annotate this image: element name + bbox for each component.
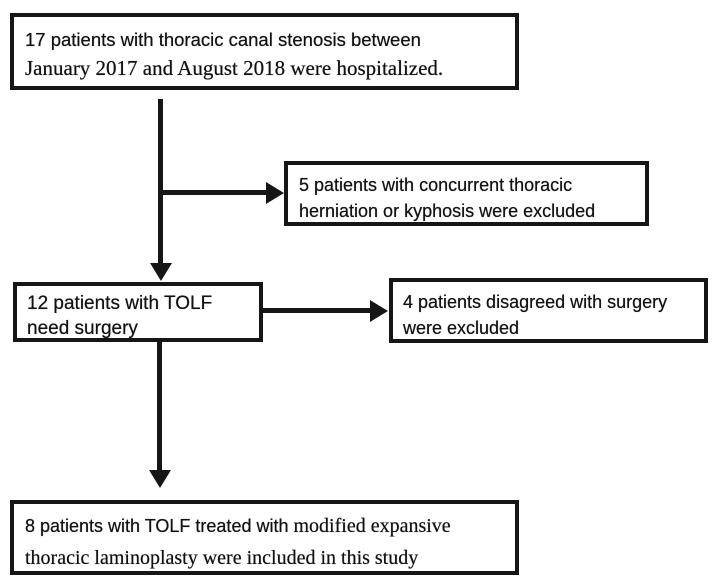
flow-box-excluded-herniation: 5 patients with concurrent thoracic hern…	[284, 161, 649, 226]
arrow-right-to-disagreed-excluded	[263, 308, 371, 313]
flow-box-excluded-herniation-line2: herniation or kyphosis were excluded	[299, 201, 596, 221]
flow-box-hospitalized-line2: January 2017 and August 2018 were hospit…	[25, 56, 444, 80]
arrow-down-hospitalized-to-surgery	[158, 99, 163, 264]
flow-box-included: 8 patients with TOLF treated with modifi…	[10, 500, 519, 575]
arrowhead-down-icon	[150, 263, 172, 281]
flow-box-hospitalized-line1: 17 patients with thoracic canal stenosis…	[25, 29, 421, 50]
flow-box-need-surgery-line2: need surgery	[27, 318, 138, 339]
flow-box-excluded-disagreed-line1: 4 patients disagreed with surgery	[403, 292, 668, 312]
arrowhead-right-icon	[370, 300, 388, 322]
arrow-branch-to-herniation-excluded	[158, 190, 268, 195]
flow-box-included-line1-serif: modified expansive	[293, 515, 451, 537]
flow-box-need-surgery: 12 patients with TOLF need surgery	[13, 282, 263, 342]
flow-box-excluded-herniation-line1: 5 patients with concurrent thoracic	[299, 175, 573, 195]
flow-box-included-line1-sans: 8 patients with TOLF treated with	[25, 516, 294, 536]
flow-box-excluded-disagreed-line2: were excluded	[403, 318, 520, 338]
flow-box-hospitalized: 17 patients with thoracic canal stenosis…	[10, 13, 519, 90]
flow-box-included-line1: 8 patients with TOLF treated with modifi…	[25, 511, 509, 543]
arrowhead-down-icon	[149, 470, 171, 488]
arrow-down-surgery-to-included	[157, 342, 162, 471]
flow-box-need-surgery-line1: 12 patients with TOLF	[27, 293, 213, 314]
flow-box-excluded-disagreed: 4 patients disagreed with surgery were e…	[389, 278, 708, 343]
arrowhead-right-icon	[266, 182, 284, 204]
flow-box-included-line2: thoracic laminoplasty were included in t…	[25, 547, 419, 569]
